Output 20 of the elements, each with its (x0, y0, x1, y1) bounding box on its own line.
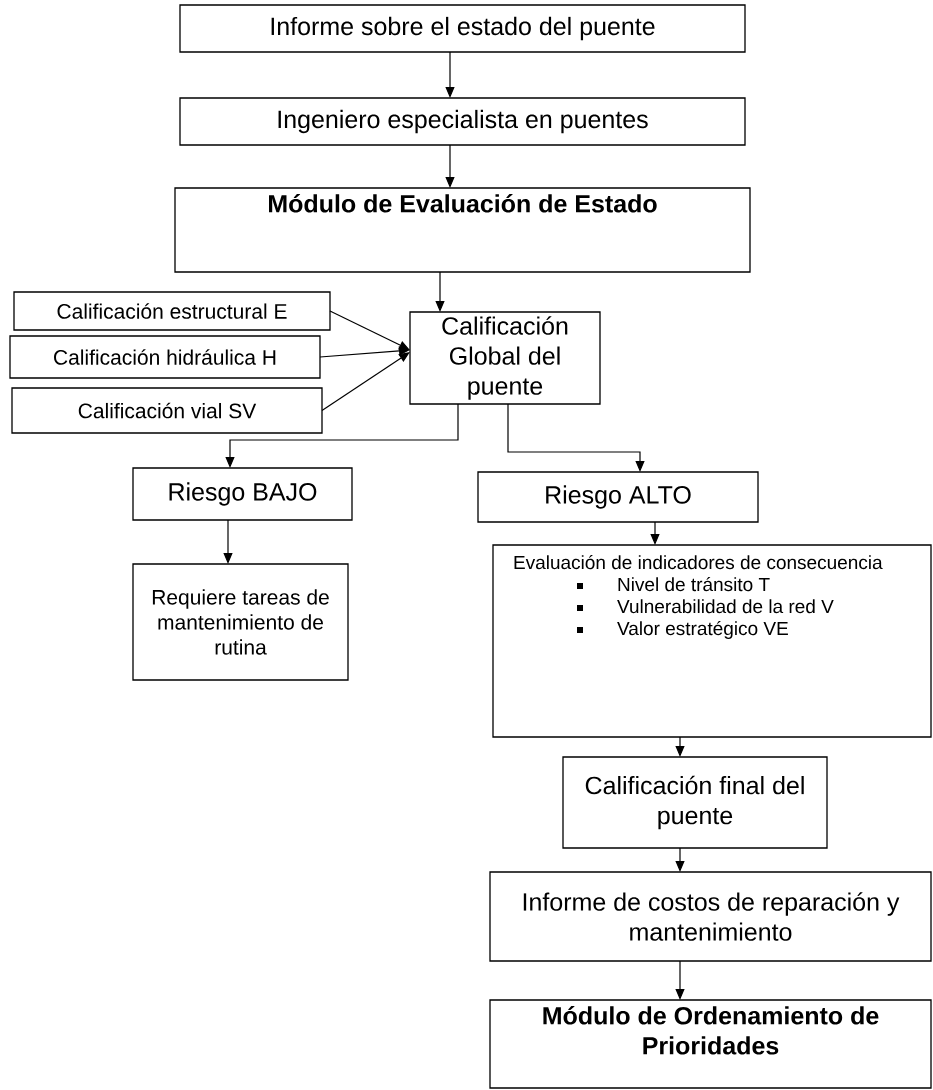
process-box: Calificación Global del puente (409, 311, 601, 405)
process-box: Informe sobre el estado del puente (179, 4, 746, 53)
process-box: Riesgo BAJO (132, 467, 353, 521)
arrow (321, 352, 410, 412)
process-box: Calificación final del puente (562, 756, 828, 849)
process-box: Calificación hidráulica H (9, 335, 321, 379)
process-box: Evaluación de indicadores de consecuencia Nivel de tránsito T Vulnerabilidad de la red V Valor estratégico VE (492, 544, 932, 738)
arrow (507, 403, 645, 472)
arrow (225, 403, 459, 468)
process-box: Calificación vial SV (11, 387, 323, 434)
process-box: Calificación estructural E (13, 291, 331, 331)
arrow (319, 346, 410, 358)
process-box: Módulo de Ordenamiento de Prioridades (489, 999, 932, 1089)
process-box: Ingeniero especialista en puentes (179, 97, 746, 146)
arrow (329, 310, 410, 350)
arrow (435, 271, 445, 312)
process-box: Requiere tareas de mantenimiento de rutina (132, 563, 349, 681)
process-box: Riesgo ALTO (477, 471, 759, 523)
process-box: Informe de costos de reparación y mantenimiento (489, 871, 932, 962)
process-box: Módulo de Evaluación de Estado (174, 187, 751, 273)
